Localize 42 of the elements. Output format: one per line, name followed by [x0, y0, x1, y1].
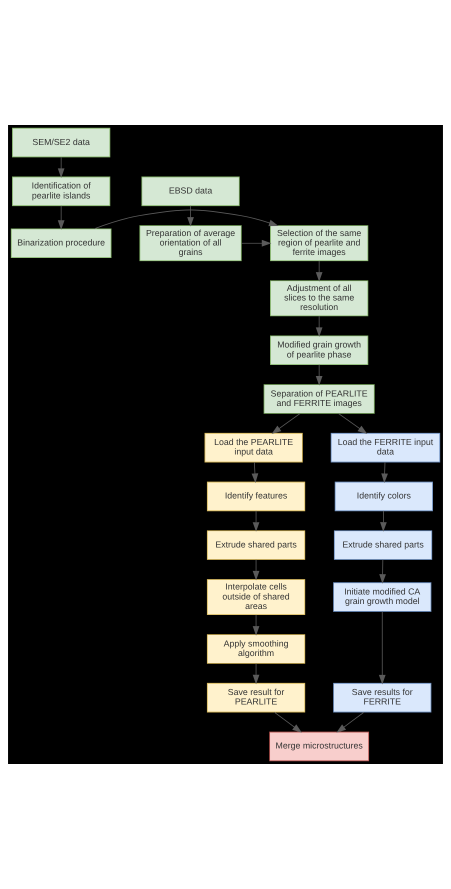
- node-box: Apply smoothing algorithm: [206, 634, 306, 664]
- node-box: Interpolate cells outside of shared areas: [206, 579, 306, 616]
- node-box: Extrude shared parts: [334, 530, 432, 560]
- node-box: Save result for PEARLITE: [206, 682, 306, 712]
- arrow: [240, 240, 272, 247]
- node-box: Identify features: [206, 482, 306, 512]
- node-box: Load the PEARLITE input data: [204, 432, 303, 462]
- arrow: [187, 205, 194, 227]
- arrow: [252, 614, 260, 636]
- arrow: [252, 559, 260, 580]
- arrow: [316, 316, 323, 337]
- arrow: [252, 510, 260, 532]
- arrow: [58, 205, 65, 230]
- arrow: [379, 559, 386, 584]
- arrow: [380, 510, 387, 532]
- node-box: Binarization procedure: [10, 228, 112, 258]
- node-box: Merge microstructures: [269, 732, 370, 762]
- arrow: [58, 156, 65, 178]
- arrow: [336, 712, 364, 733]
- arrow: [252, 462, 258, 484]
- arrow: [316, 260, 323, 282]
- node-box: Identification of pearlite islands: [12, 176, 110, 206]
- arrow: [274, 712, 302, 733]
- arrow: [252, 663, 260, 684]
- node-box: Separation of PEARLITE and FERRITE images: [264, 384, 375, 414]
- node-box: Selection of the same region of pearlite and ferrite images: [270, 225, 368, 262]
- node-box: Initiate modified CA grain growth model: [333, 582, 432, 612]
- arrow: [338, 413, 368, 434]
- node-box: Load the FERRITE input data: [330, 432, 440, 462]
- node-box: Preparation of average orientation of all grains: [139, 225, 242, 262]
- node-box: SEM/SE2 data: [12, 128, 110, 158]
- arrow: [378, 611, 386, 684]
- node-box: Modified grain growth of pearlite phase: [270, 335, 368, 366]
- node-box: EBSD data: [141, 176, 240, 206]
- node-box: Identify colors: [334, 482, 433, 512]
- arrow: [316, 364, 323, 386]
- arrow: [381, 462, 388, 484]
- arrow: [94, 210, 279, 230]
- node-box: Extrude shared parts: [206, 530, 306, 560]
- arrow: [272, 413, 301, 434]
- node-box: Adjustment of all slices to the same resolution: [270, 280, 368, 316]
- node-box: Save results for FERRITE: [333, 682, 432, 712]
